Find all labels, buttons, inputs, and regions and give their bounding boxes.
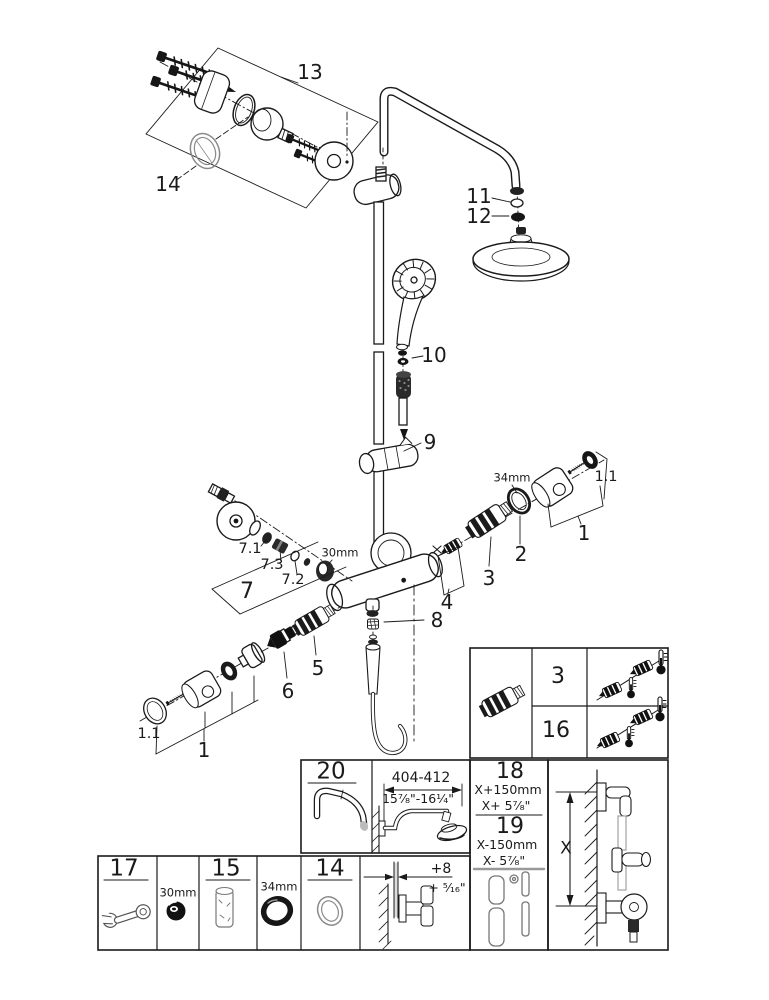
extension-box [469,759,549,951]
tool-17-id: 17 [109,855,139,882]
thermostat-valve-drawing [326,532,443,617]
shower-arm-drawing [379,86,521,191]
tool-34mm-label: 34mm [260,879,298,894]
wrench-icon [99,904,151,928]
height-x-label: X [560,838,572,859]
mounting-height-box [547,759,669,951]
head-shower-drawing [472,187,570,282]
dim-30mm-label: 30mm [321,545,359,560]
ext-19-id: 19 [496,814,524,839]
spares-table-box [469,647,669,759]
arm-dim-inch: 15⁷⁄₈"-16¹⁄₄" [381,790,455,806]
callout-4-leader [447,588,450,594]
ext-19-mm: X-150mm [476,836,538,852]
tools-table-box [97,855,471,951]
tool-30mm-label: 30mm [159,885,197,900]
callout-1-left: 1 [197,738,211,762]
ext-19-inch: X- 5⁷⁄₈" [482,852,526,868]
diverter-parts-group [207,483,353,615]
escutcheon-ring-14 [174,116,249,182]
callout-7-2: 7.2 [281,571,305,588]
ext-18-mm: X+150mm [474,781,542,797]
nut-30mm-icon [166,901,186,921]
callout-4: 4 [440,590,454,614]
right-parts-chain [432,451,608,596]
callout-1-1-right: 1.1 [594,468,618,485]
offset-inch-label: + ⁵⁄₁₆" [428,879,466,895]
spares-row-3-id: 3 [551,664,565,689]
dim-34mm-label: 34mm [493,470,531,485]
hand-shower-drawing [391,258,437,440]
tool-14-id: 14 [315,855,345,882]
spares-row-16-id: 16 [542,718,570,743]
arm-dim-mm: 404-412 [391,770,451,786]
callout-7-3: 7.3 [260,556,284,573]
callout-5: 5 [311,656,325,680]
wall-mount-exploded-group [145,47,379,209]
hose-outlet-drawing [365,584,425,756]
callout-1-right: 1 [577,521,591,545]
callout-11: 11 [466,184,492,208]
wall-offset-drawing [363,861,453,950]
lower-left-parts-chain [139,601,341,755]
callout-12: 12 [466,204,492,228]
callout-2: 2 [514,542,528,566]
arm-box-id: 20 [316,758,346,785]
callout-10: 10 [421,343,447,367]
callout-8: 8 [430,608,444,632]
callout-9: 9 [423,430,437,454]
callout-3: 3 [482,566,496,590]
callout-7: 7 [240,579,254,604]
callout-13: 13 [297,60,323,84]
shower-rail-column [353,147,402,557]
ext-18-id: 18 [496,759,524,784]
offset-mm-label: +8 [430,861,452,877]
slide-bracket-drawing [358,436,422,475]
ring-34mm-icon [260,896,294,926]
ext-18-inch: X+ 5⁷⁄₈" [481,797,531,813]
callout-1-1-left: 1.1 [137,725,161,742]
callout-6: 6 [281,679,295,703]
tool-15-id: 15 [211,855,241,882]
sleeve-icon [215,886,234,928]
callout-14: 14 [155,172,181,196]
callout-7-1: 7.1 [238,540,262,557]
gasket-icon [316,896,344,926]
arm-spare-box [300,759,471,854]
